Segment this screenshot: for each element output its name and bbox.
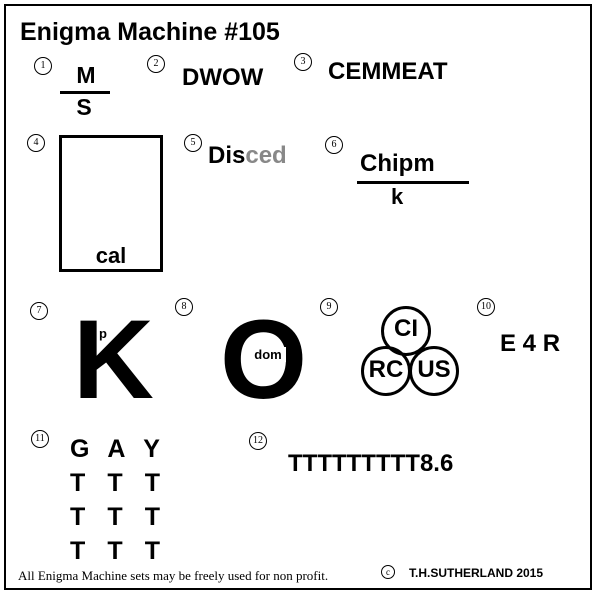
- puzzle-5-text: Disced: [208, 142, 287, 170]
- puzzle-4-text: cal: [95, 243, 127, 268]
- number-badge-5: 5: [184, 134, 202, 152]
- grid-cell: G: [70, 435, 90, 463]
- puzzle-8-inner-text: dom: [250, 347, 286, 362]
- puzzle-6-bottom: k: [391, 184, 404, 209]
- puzzle-1-top: M: [76, 62, 96, 88]
- puzzle-7-small-letter: p: [98, 326, 108, 341]
- puzzle-9-circle-top: [381, 306, 431, 356]
- puzzle-11-grid: G A Y T T T T T T T T T: [70, 432, 160, 568]
- puzzle-9-top-text: CI: [394, 315, 418, 342]
- puzzle-6-top: Chipm: [360, 150, 435, 177]
- grid-cell: Y: [143, 435, 160, 463]
- grid-cell: T: [70, 469, 86, 497]
- puzzle-frame: [4, 4, 592, 590]
- number-badge-9: 9: [320, 298, 338, 316]
- puzzle-10-text: E 4 R: [500, 330, 561, 357]
- number-badge-8: 8: [175, 298, 193, 316]
- puzzle-2-text: DWOW: [182, 64, 264, 91]
- puzzle-5-dark: Dis: [208, 142, 246, 169]
- puzzle-1-line: [60, 91, 110, 94]
- puzzle-9-right-text: US: [417, 356, 451, 383]
- number-badge-3: 3: [294, 53, 312, 71]
- grid-cell: T: [70, 503, 86, 531]
- copyright-icon: c: [381, 565, 395, 579]
- number-badge-11: 11: [31, 430, 49, 448]
- grid-cell: T: [107, 469, 123, 497]
- grid-cell: T: [70, 537, 86, 565]
- puzzle-5-light: ced: [245, 142, 287, 169]
- number-badge-1: 1: [34, 57, 52, 75]
- puzzle-3-text: CEMMEAT: [328, 58, 448, 85]
- grid-cell: T: [144, 469, 160, 497]
- puzzle-7-big-letter: K: [73, 297, 154, 422]
- grid-cell: A: [107, 435, 126, 463]
- puzzle-6-line: [357, 181, 469, 184]
- grid-cell: T: [144, 503, 160, 531]
- number-badge-2: 2: [147, 55, 165, 73]
- footer-copyright: T.H.SUTHERLAND 2015: [409, 566, 544, 580]
- footer-note: All Enigma Machine sets may be freely us…: [18, 568, 329, 583]
- number-badge-4: 4: [27, 134, 45, 152]
- grid-cell: T: [144, 537, 160, 565]
- puzzle-11-row: T T T: [70, 500, 160, 534]
- puzzle-1-bottom: S: [76, 94, 92, 120]
- puzzle-9-circle-right: [409, 346, 459, 396]
- number-badge-12: 12: [249, 432, 267, 450]
- puzzle-12-text: TTTTTTTTT8.6: [288, 450, 454, 477]
- number-badge-10: 10: [477, 298, 495, 316]
- page-title: Enigma Machine #105: [20, 18, 280, 46]
- puzzle-11-row: T T T: [70, 466, 160, 500]
- puzzle-9-left-text: RC: [368, 356, 404, 383]
- grid-cell: T: [107, 537, 123, 565]
- puzzle-4-box: [59, 135, 163, 272]
- puzzle-11-row: T T T: [70, 534, 160, 568]
- number-badge-7: 7: [30, 302, 48, 320]
- puzzle-11-row: G A Y: [70, 432, 160, 466]
- grid-cell: T: [107, 503, 123, 531]
- number-badge-6: 6: [325, 136, 343, 154]
